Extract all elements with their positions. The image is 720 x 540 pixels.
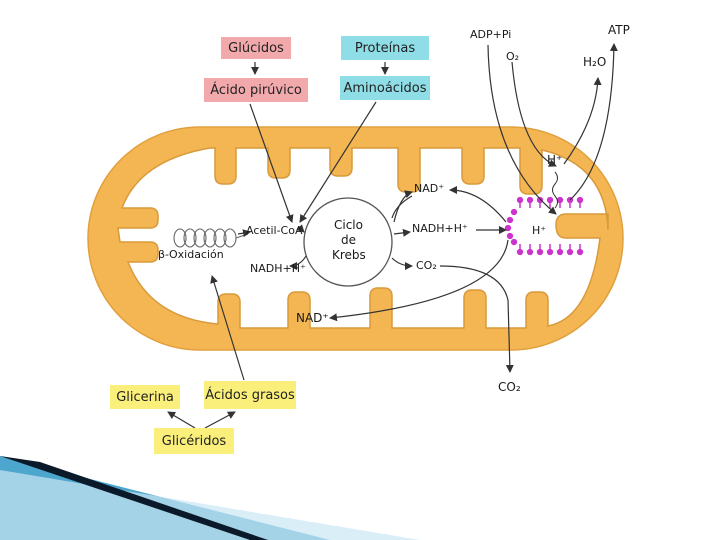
h-plus-inner-label: H⁺ bbox=[532, 224, 546, 237]
acido-piruvico-box: Ácido pirúvico bbox=[204, 78, 308, 102]
atp-label: ATP bbox=[608, 23, 630, 37]
proteinas-box: Proteínas bbox=[341, 36, 429, 60]
gliceridos-box: Glicéridos bbox=[154, 428, 234, 454]
acetil-coa-label: Acetil-CoA bbox=[246, 224, 302, 237]
krebs-line2: de bbox=[341, 233, 356, 247]
adp-pi-label: ADP+Pi bbox=[470, 28, 511, 41]
co2-bottom-label: CO₂ bbox=[498, 380, 521, 394]
arrow-gliceridos-acidos bbox=[205, 412, 235, 428]
nadh-right-label: NADH+H⁺ bbox=[412, 222, 468, 235]
beta-oxidacion-label: β-Oxidación bbox=[158, 248, 224, 261]
krebs-line3: Krebs bbox=[332, 248, 366, 262]
aminoacidos-box: Aminoácidos bbox=[340, 76, 430, 100]
glucidos-box: Glúcidos bbox=[221, 37, 291, 59]
o2-label: O₂ bbox=[506, 50, 519, 63]
nad-bottom-label: NAD⁺ bbox=[296, 311, 329, 325]
h-plus-top-label: H⁺ bbox=[547, 153, 562, 167]
nadh-left-label: NADH+H⁺ bbox=[250, 262, 306, 275]
nad-top-label: NAD⁺ bbox=[414, 182, 444, 195]
arrow-gliceridos-glicerina bbox=[168, 412, 195, 428]
co2-inner-label: CO₂ bbox=[416, 259, 437, 272]
glicerina-box: Glicerina bbox=[110, 385, 180, 409]
krebs-line1: Ciclo bbox=[334, 218, 363, 232]
h2o-label: H₂O bbox=[583, 55, 606, 69]
acidos-grasos-box: Ácidos grasos bbox=[204, 381, 296, 409]
